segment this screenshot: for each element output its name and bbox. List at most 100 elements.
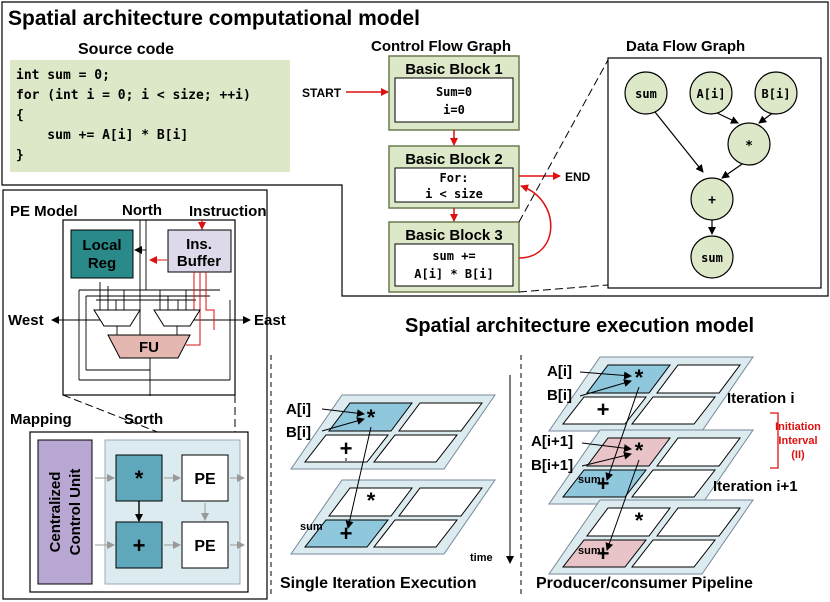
- bb2-title: Basic Block 2: [405, 151, 503, 168]
- dfg-node-add: +: [690, 177, 734, 221]
- bb3-line-2: A[i] * B[i]: [414, 267, 493, 281]
- ins-buffer-label-1: Ins.: [186, 236, 212, 253]
- dfg-node-b: B[i]: [754, 71, 798, 115]
- single-mul: *: [367, 405, 376, 430]
- bb1-line-1: Sum=0: [436, 85, 472, 99]
- single-mul-2: *: [367, 488, 376, 513]
- bb3-title: Basic Block 3: [405, 227, 503, 244]
- source-line-5: }: [16, 148, 24, 163]
- time-label: time: [470, 552, 493, 564]
- cfg-heading: Control Flow Graph: [371, 38, 511, 55]
- pe-top-right: [181, 454, 229, 502]
- single-a: A[i]: [286, 401, 311, 418]
- pipe-b1: B[i+1]: [531, 457, 573, 474]
- pipe-mul-3: *: [635, 508, 644, 533]
- zoom-line-top: [518, 59, 609, 223]
- pipe-mul-1: *: [635, 365, 644, 390]
- basic-block-3: Basic Block 3 sum += A[i] * B[i]: [388, 221, 520, 293]
- dfg-node-a: A[i]: [689, 71, 733, 115]
- basic-block-2: Basic Block 2 For: i < size: [388, 145, 520, 209]
- single-b: B[i]: [286, 424, 311, 441]
- bb2-line-2: i < size: [425, 187, 483, 201]
- source-code-box: [10, 60, 290, 172]
- svg-text:*: *: [745, 139, 753, 154]
- single-add: +: [340, 436, 353, 461]
- pe2-label: PE: [194, 538, 216, 555]
- pe-frame: [2, 189, 268, 600]
- ins-buffer-label-2: Buffer: [177, 253, 221, 270]
- single-plane-2: [290, 479, 496, 555]
- svg-text:+: +: [708, 193, 716, 208]
- mux-left: [93, 309, 141, 327]
- source-line-4: sum += A[i] * B[i]: [16, 128, 188, 143]
- pipe-plane-3: [548, 499, 754, 575]
- ccu-label-2: Control Unit: [67, 469, 84, 556]
- single-plane-1: [290, 394, 496, 470]
- pe-sorth: Sorth: [124, 411, 163, 428]
- single-caption: Single Iteration Execution: [280, 575, 476, 592]
- dfg-node-sum-out: sum: [690, 235, 734, 279]
- pe-instruction: Instruction: [189, 203, 267, 220]
- mapped-add-label: +: [133, 533, 146, 558]
- svg-text:B[i]: B[i]: [762, 87, 791, 101]
- dfg-node-mul: *: [727, 122, 771, 166]
- fu-label: FU: [139, 339, 159, 356]
- pe-model-title: PE Model: [10, 203, 78, 220]
- pipe-plane-2: [548, 429, 754, 505]
- pe-north: North: [122, 202, 162, 219]
- dfg-heading: Data Flow Graph: [626, 38, 745, 55]
- single-sum: sum: [300, 521, 323, 533]
- fu-box: [107, 334, 191, 359]
- source-heading: Source code: [78, 41, 174, 58]
- pipe-mul-2: *: [635, 438, 644, 463]
- bb3-line-1: sum +=: [432, 249, 475, 263]
- ccu-box: [37, 439, 93, 585]
- pipe-sum-2: sum: [578, 545, 601, 557]
- pipe-a: A[i]: [547, 363, 572, 380]
- svg-text:A[i]: A[i]: [697, 87, 726, 101]
- dfg-node-sum-in: sum: [624, 71, 668, 115]
- svg-text:sum: sum: [701, 251, 723, 265]
- top-frame: [1, 1, 829, 297]
- mapping-title: Mapping: [10, 411, 72, 428]
- pe-west: West: [8, 312, 44, 329]
- ii-label-3: (II): [791, 449, 805, 461]
- top-title: Spatial architecture computational model: [8, 7, 420, 30]
- local-reg-label-2: Reg: [88, 255, 116, 272]
- source-line-2: for (int i = 0; i < size; ++i): [16, 88, 251, 103]
- loop-back-arrow: [518, 184, 552, 259]
- svg-text:sum: sum: [635, 87, 657, 101]
- source-line-1: int sum = 0;: [16, 68, 110, 83]
- pipe-plane-1: [548, 356, 754, 432]
- mapped-mul-label: *: [135, 466, 144, 491]
- pipeline-caption: Producer/consumer Pipeline: [536, 575, 753, 592]
- bb1-line-2: i=0: [443, 103, 465, 117]
- pipe-iter-i1: Iteration i+1: [713, 478, 798, 495]
- bb2-line-1: For:: [440, 171, 469, 185]
- mapping-zoom-line-left: [62, 394, 161, 434]
- cfg-end: END: [565, 170, 591, 184]
- pe-bottom-right: [181, 521, 229, 569]
- mapping-gray-arrows: [95, 474, 245, 549]
- local-reg-box: [70, 229, 134, 279]
- pipe-sum-1: sum: [578, 474, 601, 486]
- cfg-start: START: [302, 86, 342, 100]
- single-add-2: +: [340, 521, 353, 546]
- ins-buffer-box: [167, 229, 232, 273]
- ccu-label-1: Centralized: [47, 472, 64, 553]
- pipe-iter-i: Iteration i: [727, 390, 795, 407]
- pipe-add-1: +: [597, 397, 610, 422]
- pipe-b: B[i]: [547, 387, 572, 404]
- mux-right: [153, 309, 201, 327]
- ii-label-1: Initiation: [775, 421, 821, 433]
- pe1-label: PE: [194, 471, 216, 488]
- exec-title: Spatial architecture execution model: [405, 315, 754, 337]
- mapped-add-pe: [115, 521, 163, 569]
- bb1-title: Basic Block 1: [405, 61, 503, 78]
- pipe-a1: A[i+1]: [531, 433, 573, 450]
- ii-bracket: [770, 412, 779, 469]
- zoom-line-bottom: [518, 284, 609, 293]
- ii-label-2: Interval: [778, 435, 817, 447]
- source-line-3: {: [16, 108, 24, 123]
